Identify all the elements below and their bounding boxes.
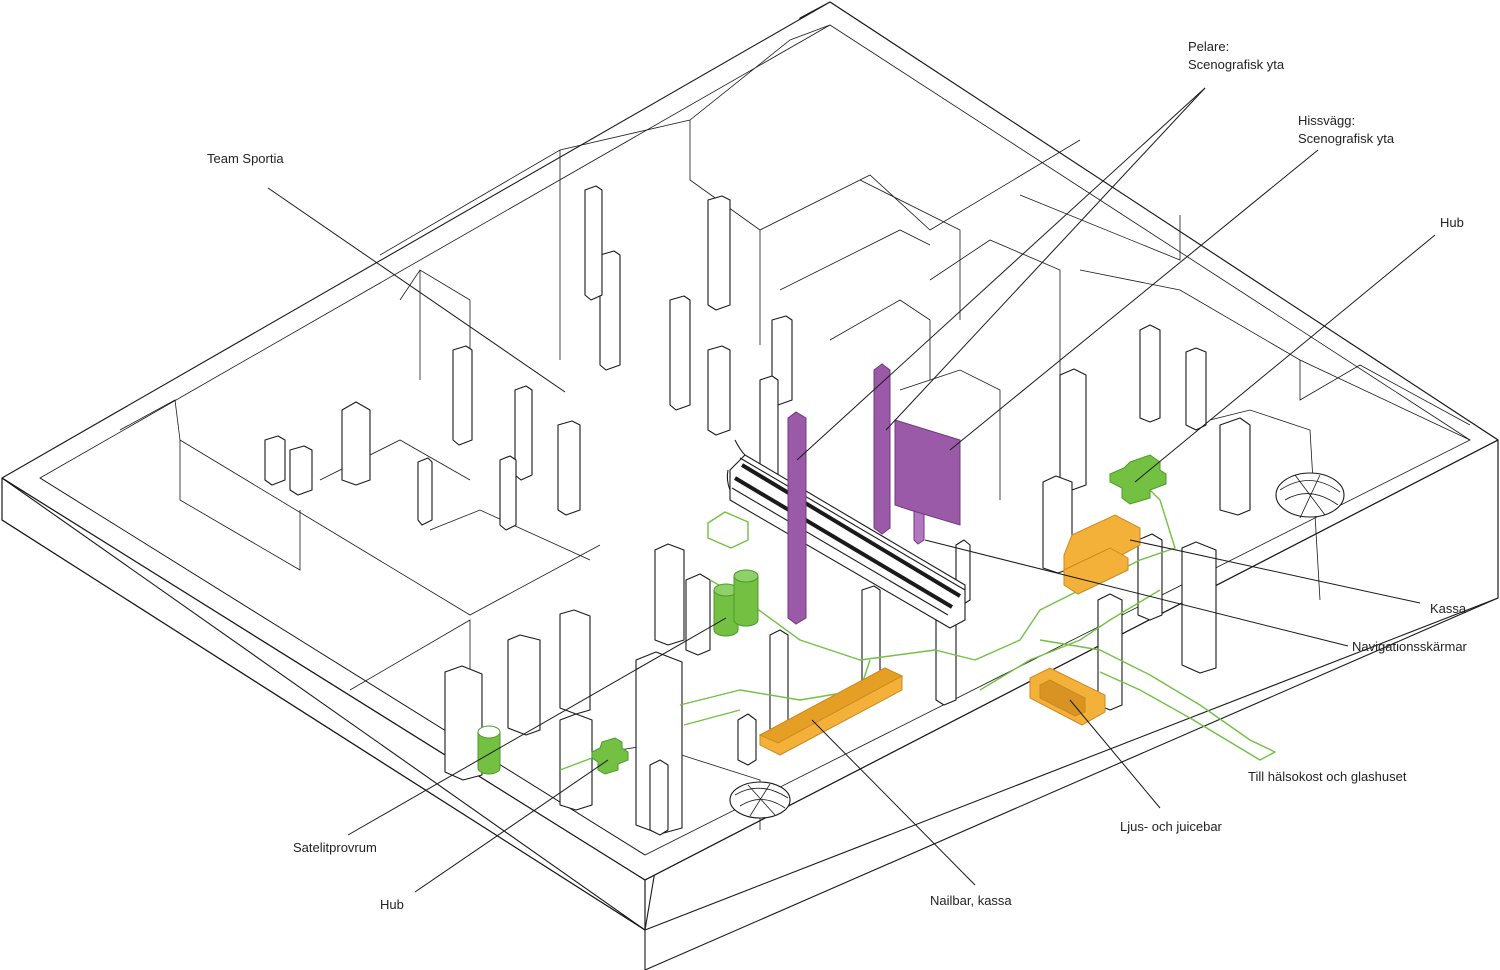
label-ljus-juicebar: Ljus- och juicebar bbox=[1120, 819, 1222, 834]
label-pelare-subtitle: Scenografisk yta bbox=[1188, 57, 1285, 72]
label-team-sportia: Team Sportia bbox=[207, 151, 284, 166]
route-to-halsokost bbox=[1039, 639, 1276, 761]
label-navigationsskarmar: Navigationsskärmar bbox=[1352, 639, 1467, 654]
label-hub-right: Hub bbox=[1440, 215, 1464, 230]
label-hub-left: Hub bbox=[380, 897, 404, 912]
route-center bbox=[979, 589, 1161, 691]
leader-nailbar bbox=[811, 719, 976, 886]
label-satelitprovrum: Satelitprovrum bbox=[293, 840, 377, 855]
leader-pelare-2 bbox=[885, 87, 1206, 431]
scenographic-pillars bbox=[787, 363, 925, 625]
route-pad bbox=[707, 511, 749, 549]
label-pelare-title: Pelare: bbox=[1188, 39, 1230, 54]
scenographic-elevator-wall bbox=[894, 419, 961, 526]
label-hissvagg: Hissvägg: Scenografisk yta bbox=[1298, 112, 1394, 148]
label-till-halsokost: Till hälsokost och glashuset bbox=[1248, 769, 1407, 784]
leader-satelitprovrum bbox=[347, 617, 727, 836]
satellite-fitting-rooms bbox=[477, 569, 759, 775]
leader-hub-right bbox=[1134, 234, 1436, 483]
spiral-stair-right bbox=[1275, 472, 1345, 519]
label-kassa: Kassa bbox=[1430, 601, 1467, 616]
label-hissvagg-subtitle: Scenografisk yta bbox=[1298, 131, 1395, 146]
leader-navigation bbox=[924, 539, 1349, 647]
leader-pelare-1 bbox=[796, 87, 1206, 461]
route-to-hub-right bbox=[1139, 484, 1176, 561]
spiral-stair-left bbox=[729, 781, 791, 819]
leader-lines bbox=[267, 87, 1436, 893]
leader-hub-left bbox=[414, 759, 609, 893]
leader-juicebar bbox=[1069, 699, 1161, 809]
label-pelare: Pelare: Scenografisk yta bbox=[1188, 38, 1284, 74]
pillars bbox=[264, 185, 1251, 836]
leader-team-sportia bbox=[267, 187, 566, 393]
label-hissvagg-title: Hissvägg: bbox=[1298, 113, 1356, 128]
desk-juicebar bbox=[1029, 667, 1106, 726]
route-left bbox=[709, 559, 1141, 661]
desk-kassa bbox=[1063, 514, 1141, 595]
leader-hissvagg bbox=[949, 149, 1319, 451]
leader-kassa bbox=[1129, 539, 1421, 604]
label-nailbar-kassa: Nailbar, kassa bbox=[930, 893, 1012, 908]
desk-nailbar bbox=[758, 667, 904, 756]
